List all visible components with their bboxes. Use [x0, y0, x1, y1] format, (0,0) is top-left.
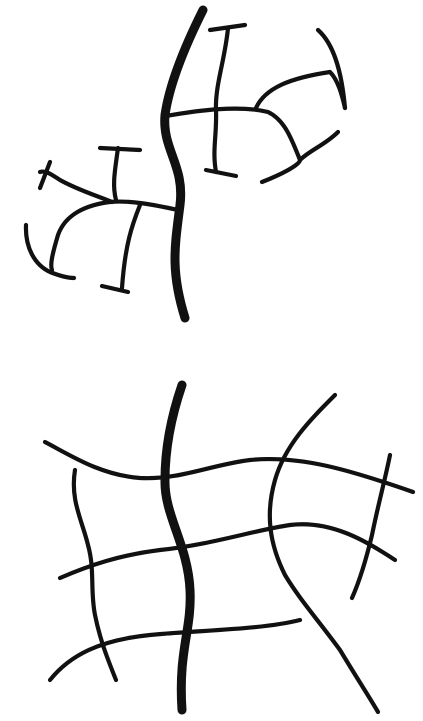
bottom-horizontal-line: [50, 620, 300, 680]
left-vertical-vein-a: [114, 148, 118, 200]
left-arc: [26, 225, 74, 278]
grid-network-drawing: [45, 385, 413, 712]
right-bottom-tick: [206, 170, 236, 176]
left-top-tick: [100, 148, 140, 150]
left-upper-branch: [40, 172, 112, 202]
right-vertical-vein: [214, 28, 228, 172]
left-main-branch: [51, 202, 178, 270]
main-stem: [165, 10, 203, 318]
middle-horizontal-line: [60, 524, 395, 578]
right-upper-arc: [256, 72, 345, 108]
branching-pattern-drawing: [26, 10, 345, 318]
top-horizontal-line: [45, 442, 413, 492]
left-vertical-vein-b: [122, 205, 140, 288]
right-top-tick: [210, 25, 245, 30]
right-tail: [262, 160, 300, 182]
right-lower-branch: [300, 132, 338, 160]
right-curved-vertical: [270, 395, 378, 712]
right-main-branch: [166, 109, 300, 160]
